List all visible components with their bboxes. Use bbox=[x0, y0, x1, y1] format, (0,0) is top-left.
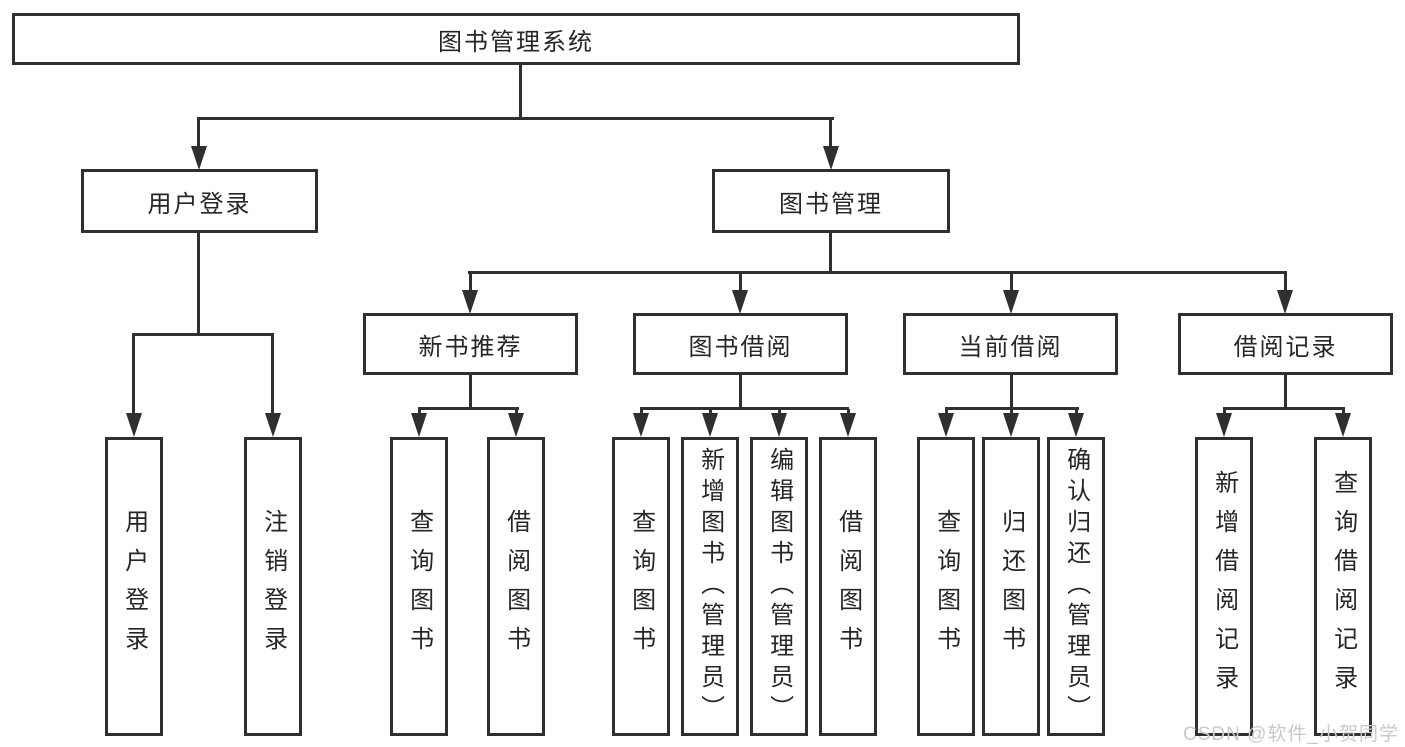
node-label: 查询借阅记录 bbox=[1329, 469, 1357, 704]
node-library-management-system: 图书管理系统 bbox=[12, 13, 1020, 65]
arrow-down-icon bbox=[1216, 413, 1232, 437]
node-label: 图书管理系统 bbox=[438, 28, 594, 56]
node-label: 确认归还（管理员） bbox=[1062, 447, 1090, 726]
node-query-books-current: 查询图书 bbox=[917, 437, 975, 736]
node-return-books: 归还图书 bbox=[982, 437, 1040, 736]
connector-line bbox=[1075, 409, 1078, 415]
node-label: 借阅图书 bbox=[502, 508, 530, 665]
connector-line bbox=[1223, 407, 1345, 410]
connector-line bbox=[469, 375, 472, 409]
node-book-management: 图书管理 bbox=[712, 169, 950, 233]
node-label: 查询图书 bbox=[627, 508, 655, 665]
connector-line bbox=[709, 409, 712, 415]
connector-line bbox=[640, 407, 849, 410]
node-label: 用户登录 bbox=[120, 508, 148, 665]
arrow-down-icon bbox=[1335, 413, 1351, 437]
arrow-down-icon bbox=[840, 413, 856, 437]
arrow-down-icon bbox=[732, 290, 748, 314]
connector-line bbox=[778, 409, 781, 415]
connector-line bbox=[1284, 273, 1287, 291]
node-query-borrow-record: 查询借阅记录 bbox=[1314, 437, 1372, 736]
arrow-down-icon bbox=[702, 413, 718, 437]
connector-line bbox=[1010, 273, 1013, 291]
connector-line bbox=[418, 407, 519, 410]
node-query-books-borrowing: 查询图书 bbox=[612, 437, 670, 736]
connector-line bbox=[1284, 375, 1287, 409]
connector-line bbox=[515, 409, 518, 415]
node-label: 新增图书（管理员） bbox=[696, 447, 724, 726]
node-label: 图书借阅 bbox=[688, 333, 793, 361]
node-borrowing-records: 借阅记录 bbox=[1178, 313, 1393, 375]
arrow-down-icon bbox=[823, 146, 839, 170]
arrow-down-icon bbox=[1003, 290, 1019, 314]
arrow-down-icon bbox=[771, 413, 787, 437]
node-label: 查询图书 bbox=[405, 508, 433, 665]
node-label: 归还图书 bbox=[997, 508, 1025, 665]
arrow-down-icon bbox=[462, 290, 478, 314]
node-label: 借阅记录 bbox=[1233, 333, 1338, 361]
node-label: 新书推荐 bbox=[418, 333, 523, 361]
node-label: 用户登录 bbox=[147, 190, 252, 218]
node-current-borrowing: 当前借阅 bbox=[903, 313, 1118, 375]
connector-line bbox=[418, 409, 421, 415]
connector-line bbox=[197, 117, 834, 120]
connector-line bbox=[1223, 409, 1226, 415]
node-add-book-admin: 新增图书（管理员） bbox=[681, 437, 739, 736]
connector-line bbox=[197, 233, 200, 336]
node-user-login-leaf: 用户登录 bbox=[105, 437, 163, 736]
node-label: 借阅图书 bbox=[834, 508, 862, 665]
csdn-watermark: CSDN @软件_小贺同学 bbox=[1183, 724, 1399, 745]
node-label: 编辑图书（管理员） bbox=[765, 447, 793, 726]
connector-line bbox=[468, 271, 1287, 274]
connector-line bbox=[945, 409, 948, 415]
arrow-down-icon bbox=[938, 413, 954, 437]
node-new-book-recommend: 新书推荐 bbox=[363, 313, 578, 375]
node-borrow-books-borrowing: 借阅图书 bbox=[819, 437, 877, 736]
node-book-borrowing: 图书借阅 bbox=[633, 313, 848, 375]
connector-line bbox=[739, 273, 742, 291]
connector-line bbox=[132, 335, 135, 415]
node-logout-leaf: 注销登录 bbox=[244, 437, 302, 736]
node-borrow-books-recommend: 借阅图书 bbox=[487, 437, 545, 736]
connector-line bbox=[847, 409, 850, 415]
connector-line bbox=[1010, 375, 1013, 409]
node-add-borrow-record: 新增借阅记录 bbox=[1195, 437, 1253, 736]
connector-line bbox=[197, 119, 200, 149]
node-label: 当前借阅 bbox=[958, 333, 1063, 361]
node-label: 图书管理 bbox=[779, 190, 883, 218]
arrow-down-icon bbox=[411, 413, 427, 437]
node-query-books-recommend: 查询图书 bbox=[390, 437, 448, 736]
node-user-login: 用户登录 bbox=[81, 169, 318, 233]
connector-line bbox=[271, 335, 274, 415]
connector-line bbox=[1342, 409, 1345, 415]
connector-line bbox=[469, 273, 472, 291]
connector-line bbox=[829, 233, 832, 273]
connector-line bbox=[739, 375, 742, 409]
connector-line bbox=[829, 119, 832, 149]
arrow-down-icon bbox=[508, 413, 524, 437]
connector-line bbox=[519, 65, 522, 119]
node-label: 新增借阅记录 bbox=[1210, 469, 1238, 704]
node-confirm-return-admin: 确认归还（管理员） bbox=[1047, 437, 1105, 736]
arrow-down-icon bbox=[1277, 290, 1293, 314]
connector-line bbox=[1010, 409, 1013, 415]
arrow-down-icon bbox=[1068, 413, 1084, 437]
node-edit-book-admin: 编辑图书（管理员） bbox=[750, 437, 808, 736]
node-label: 查询图书 bbox=[932, 508, 960, 665]
node-label: 注销登录 bbox=[259, 508, 287, 665]
arrow-down-icon bbox=[633, 413, 649, 437]
connector-line bbox=[132, 333, 274, 336]
arrow-down-icon bbox=[191, 146, 207, 170]
arrow-down-icon bbox=[1003, 413, 1019, 437]
arrow-down-icon bbox=[265, 413, 281, 437]
connector-line bbox=[945, 407, 1079, 410]
connector-line bbox=[640, 409, 643, 415]
arrow-down-icon bbox=[126, 413, 142, 437]
